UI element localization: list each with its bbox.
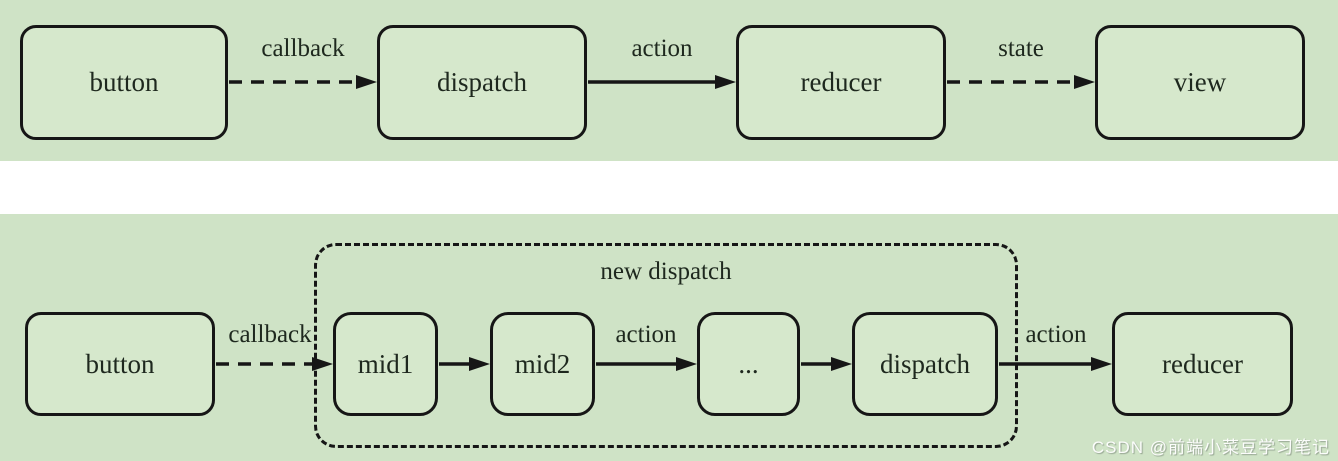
- arrow-head: [312, 357, 333, 371]
- new-dispatch-label: new dispatch: [600, 258, 732, 285]
- arrow-callback-dashed-top: [229, 75, 377, 89]
- arrow-action-dispatch-to-reducer: [999, 357, 1112, 371]
- node-mid1: mid1: [333, 312, 438, 416]
- node-label: reducer: [800, 67, 882, 97]
- arrow-head: [715, 75, 736, 89]
- arrow-head: [356, 75, 377, 89]
- edge-label-callback-bottom: callback: [228, 321, 312, 348]
- node-label: mid2: [514, 348, 571, 379]
- arrow-callback-dashed-bottom: [216, 357, 333, 371]
- node-button-top: button: [20, 25, 228, 140]
- arrow-head: [676, 357, 697, 371]
- node-label: view: [1173, 67, 1227, 97]
- edge-label-state-top: state: [998, 35, 1044, 62]
- arrow-head: [1091, 357, 1112, 371]
- new-dispatch-container: new dispatch: [314, 243, 1018, 448]
- node-label: ...: [738, 348, 759, 379]
- node-label: button: [89, 67, 159, 97]
- arrow-head: [469, 357, 490, 371]
- node-mid2: mid2: [490, 312, 595, 416]
- edge-label-action-top: action: [631, 35, 693, 62]
- node-label: mid1: [357, 348, 414, 379]
- node-reducer-top: reducer: [736, 25, 946, 140]
- csdn-watermark: CSDN @前端小菜豆学习笔记: [1091, 438, 1330, 457]
- edge-label-action-mid-bottom: action: [615, 321, 677, 348]
- arrow-ellipsis-to-dispatch: [801, 357, 852, 371]
- arrow-action-mid2-to-ellipsis: [596, 357, 697, 371]
- node-reducer-bottom: reducer: [1112, 312, 1293, 416]
- node-label: dispatch: [437, 67, 527, 97]
- arrow-mid1-to-mid2: [439, 357, 490, 371]
- node-button-bottom: button: [25, 312, 215, 416]
- node-label: button: [85, 348, 155, 379]
- edge-label-action-right-bottom: action: [1025, 321, 1087, 348]
- node-ellipsis: ...: [697, 312, 800, 416]
- edge-label-callback-top: callback: [261, 35, 345, 62]
- node-dispatch-bottom: dispatch: [852, 312, 998, 416]
- arrow-state-dashed-top: [947, 75, 1095, 89]
- node-dispatch-top: dispatch: [377, 25, 587, 140]
- arrow-head: [831, 357, 852, 371]
- node-label: reducer: [1162, 348, 1243, 379]
- arrow-action-solid-top: [588, 75, 736, 89]
- node-view-top: view: [1095, 25, 1305, 140]
- arrow-head: [1074, 75, 1095, 89]
- node-label: dispatch: [880, 348, 970, 379]
